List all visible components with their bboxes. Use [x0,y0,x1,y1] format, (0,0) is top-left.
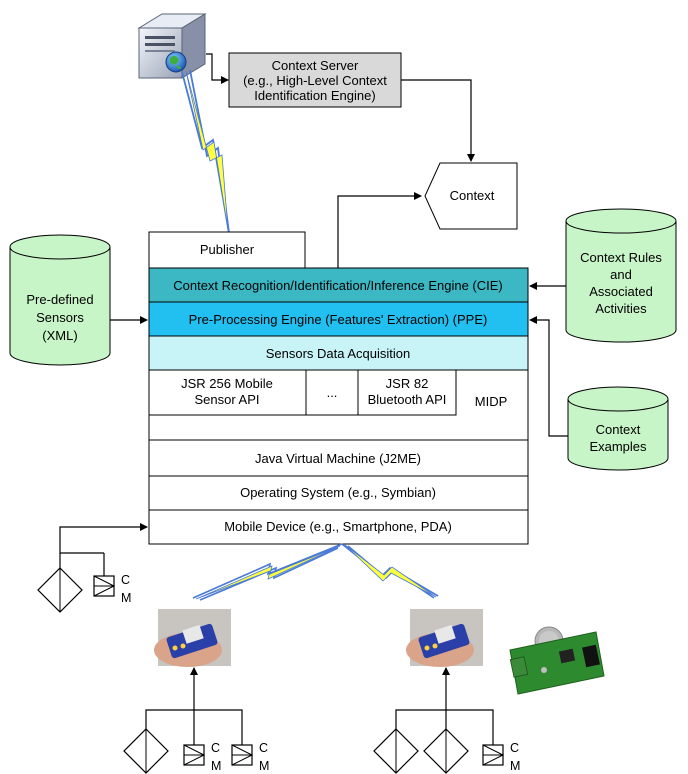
sensor-node-photo-right [406,609,483,667]
predefined-line3: (XML) [42,328,77,343]
wireless-link-server-icon [181,69,230,234]
bottom-right-cm-c: C [510,741,519,755]
bottom-left-cm1-m: M [211,759,221,773]
predefined-line1: Pre-defined [26,292,93,307]
bottom-left-cm-sensor-icon-1 [183,744,206,766]
jsr82-line2: Bluetooth API [368,392,447,407]
bottom-right-cm-sensor-icon [482,744,505,766]
publisher-box [148,231,306,269]
cie-layer [148,267,529,303]
context-server-line2: (e.g., High-Level Context [243,73,387,88]
server-icon [137,13,207,79]
jsr256-line2: Sensor API [194,392,259,407]
cie-label: Context Recognition/Identification/Infer… [173,278,503,293]
os-layer [148,475,529,511]
context-rules-database [565,208,677,343]
acquisition-layer [148,335,529,371]
sensor-node-photo-left [154,609,231,667]
ellipsis-label: ... [327,385,338,400]
context-server-to-context-arrow [401,79,475,162]
context-shape [424,162,518,230]
rules-line2: and [610,267,632,282]
predefined-line2: Sensors [36,310,84,325]
rules-line4: Activities [595,301,647,316]
examples-line2: Examples [589,439,647,454]
jvm-layer [148,439,529,477]
acquisition-label: Sensors Data Acquisition [266,346,411,361]
ellipsis-box [305,369,359,416]
examples-line1: Context [596,422,641,437]
left-cm-m: M [121,591,131,605]
midp-label: MIDP [475,394,508,409]
sensor-board-photo [509,626,605,695]
context-server-box [228,52,402,108]
context-server-title: Context Server [272,58,359,73]
ppe-layer [148,301,529,337]
jsr82-line1: JSR 82 [386,376,429,391]
publisher-label: Publisher [200,242,255,257]
left-cm-c: C [121,573,130,587]
context-label: Context [450,188,495,203]
bottom-left-cm1-c: C [211,741,220,755]
device-layer [148,509,529,545]
left-sensor-bus [59,523,148,570]
jsr82-box [357,369,457,416]
bottom-left-diamond-sensor-icon [123,728,169,774]
os-label: Operating System (e.g., Symbian) [240,485,436,500]
cie-to-context-arrow [337,192,422,270]
device-label: Mobile Device (e.g., Smartphone, PDA) [224,519,452,534]
server-to-context-server-arrow [206,53,229,84]
bottom-left-cm-sensor-icon-2 [231,744,254,766]
bottom-right-diamond-sensor-icon-1 [373,728,419,774]
examples-to-ppe-arrow [529,316,568,437]
left-cm-sensor-icon [93,575,116,597]
bottom-left-cm2-m: M [259,759,269,773]
wireless-link-right-icon [341,543,439,599]
rules-line1: Context Rules [580,250,662,265]
context-server-line3: Identification Engine) [254,88,375,103]
rules-line3: Associated [589,284,653,299]
bottom-right-diamond-sensor-icon-2 [423,728,469,774]
bottom-right-cm-m: M [510,759,520,773]
left-diamond-sensor-icon [37,567,83,613]
predefined-sensors-database [9,234,111,366]
context-examples-database [567,386,669,471]
jsr256-box [148,369,307,416]
jvm-label: Java Virtual Machine (J2ME) [255,451,421,466]
ppe-label: Pre-Processing Engine (Features' Extract… [189,312,488,327]
bottom-right-bus [395,709,494,745]
bottom-left-cm2-c: C [259,741,268,755]
jsr256-line1: JSR 256 Mobile [181,376,273,391]
wireless-link-left-icon [192,543,343,601]
